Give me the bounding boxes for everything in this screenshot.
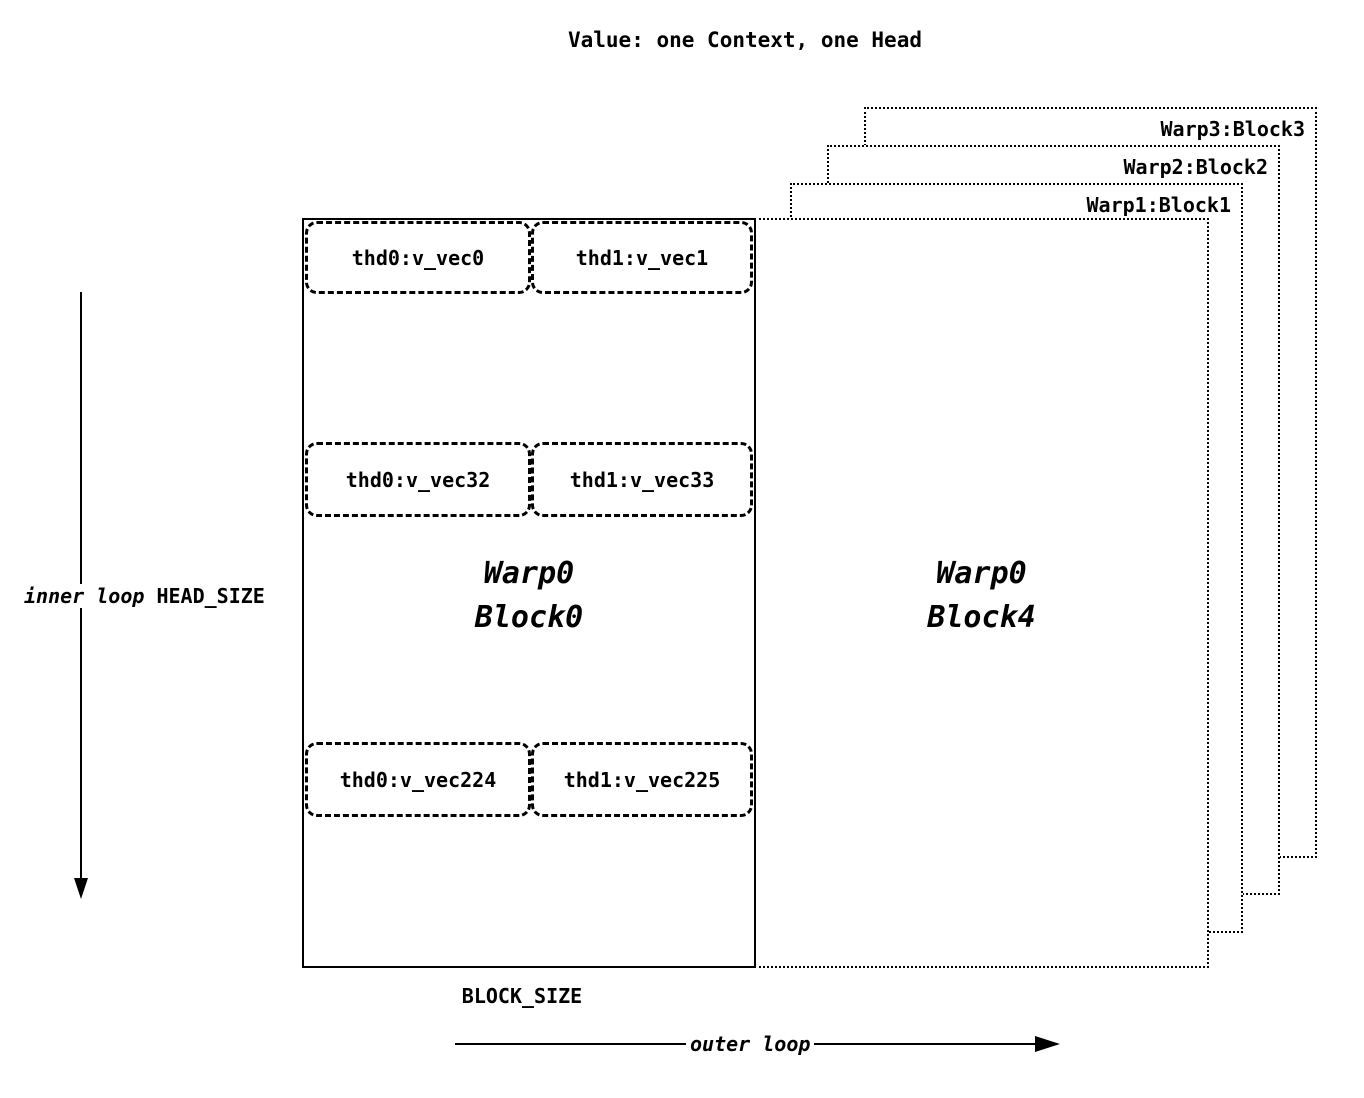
inner-loop-label: inner loop bbox=[24, 584, 145, 608]
outer-loop-label: outer loop bbox=[686, 1032, 815, 1056]
thread-box-thd1-vvec225: thd1:v_vec225 bbox=[531, 742, 753, 817]
thread-box-thd0-vvec0: thd0:v_vec0 bbox=[305, 221, 531, 294]
block-warp3-label: Warp3:Block3 bbox=[1160, 117, 1306, 141]
block-warp0-block0: Warp0 Block0 bbox=[302, 218, 756, 968]
block-warp0-block4: Warp0 Block4 bbox=[754, 218, 1209, 968]
block4-block-line: Block4 bbox=[927, 599, 1036, 635]
block0-warp-line: Warp0 bbox=[483, 556, 575, 591]
inner-loop-head-size-label: inner loop HEAD_SIZE bbox=[20, 584, 269, 608]
block-size-label: BLOCK_SIZE bbox=[461, 984, 583, 1008]
block-warp1-label: Warp1:Block1 bbox=[1086, 193, 1232, 217]
head-size-label: HEAD_SIZE bbox=[156, 584, 265, 608]
block-warp2-label: Warp2:Block2 bbox=[1123, 155, 1269, 179]
thread-box-thd1-vvec33: thd1:v_vec33 bbox=[531, 442, 753, 517]
thread-box-thd1-vvec1: thd1:v_vec1 bbox=[531, 221, 753, 294]
thread-box-thd0-vvec32: thd0:v_vec32 bbox=[305, 442, 531, 517]
block0-block-line: Block0 bbox=[474, 599, 584, 635]
diagram-title: Value: one Context, one Head bbox=[567, 28, 922, 52]
block4-label: Warp0 Block4 bbox=[756, 552, 1207, 639]
thread-box-thd0-vvec224: thd0:v_vec224 bbox=[305, 742, 531, 817]
block0-label: Warp0 Block0 bbox=[304, 552, 754, 639]
block4-warp-line: Warp0 bbox=[936, 556, 1027, 591]
